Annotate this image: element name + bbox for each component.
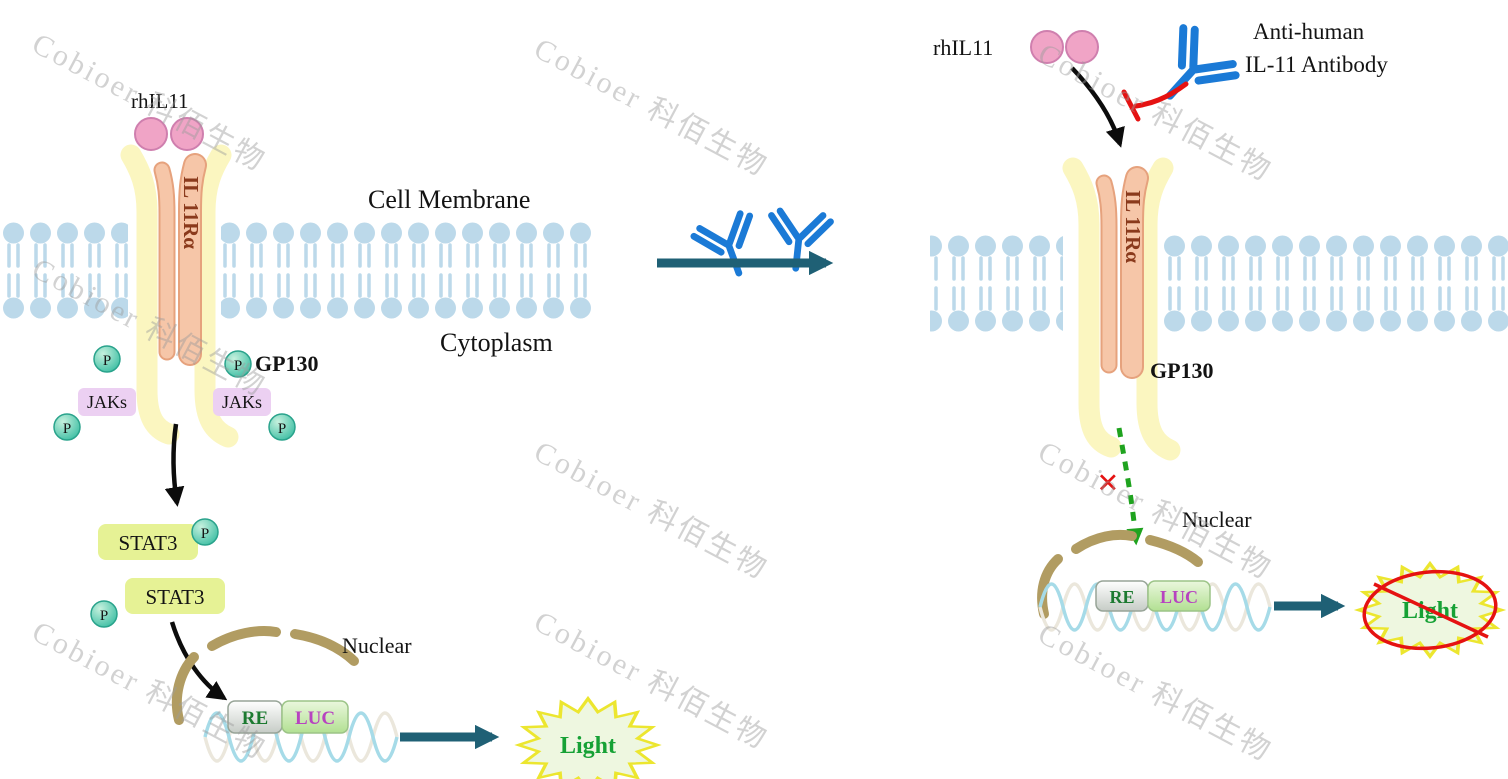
- phospho-circle: [191, 518, 219, 546]
- phospho-circle: [93, 345, 121, 373]
- no-light-ellipse: [1362, 569, 1498, 651]
- gp130-label-right: GP130: [1150, 358, 1214, 383]
- stat3-label: STAT3: [146, 585, 205, 609]
- nuclear-envelope-segment: [207, 626, 281, 651]
- rhil11-ligand-circle: [134, 117, 168, 151]
- blocked-x-mark: ×: [1097, 462, 1119, 504]
- luc-label-right: LUC: [1160, 587, 1198, 607]
- stat3-box: [125, 578, 225, 614]
- cell-membrane-label: Cell Membrane: [368, 185, 530, 214]
- rhil11-ligand-circle: [1030, 30, 1064, 64]
- jaks-label: JAKs: [222, 392, 262, 412]
- phospho-label: P: [100, 608, 108, 624]
- antibody-label-line1: Anti-human: [1253, 19, 1365, 44]
- rhil11-ligand-circle: [170, 117, 204, 151]
- cell-membrane-left-segment-1: [0, 222, 128, 319]
- phospho-label: P: [63, 421, 71, 437]
- cytoplasm-label: Cytoplasm: [440, 328, 553, 357]
- phospho-circle: [90, 600, 118, 628]
- nuclear-label-right: Nuclear: [1182, 507, 1252, 532]
- inhibition-bar: [1121, 89, 1141, 122]
- il11ra-label-right: IL 11Rα: [1121, 190, 1145, 263]
- stat3-label: STAT3: [119, 531, 178, 555]
- luc-label-left: LUC: [295, 708, 335, 729]
- jaks-box: [78, 388, 136, 416]
- signal-arrow-stat3-to-nucleus: [169, 621, 228, 701]
- nuclear-envelope-segment: [171, 652, 199, 725]
- rhil11-ligand-circle: [1065, 30, 1099, 64]
- no-light-slash: [1373, 582, 1489, 639]
- cell-membrane-right-segment-1: [930, 235, 1063, 332]
- rhil11-label-right: rhIL11: [933, 35, 993, 60]
- phospho-circle: [268, 413, 296, 441]
- phospho-label: P: [103, 353, 111, 369]
- phospho-circle: [224, 350, 252, 378]
- il11ra-label-left: IL 11Rα: [179, 176, 203, 249]
- cell-membrane-left-segment-2: [221, 222, 592, 319]
- phospho-label: P: [278, 421, 286, 437]
- signal-arrow-jak-to-stat3: [164, 423, 185, 507]
- nuclear-envelope-segment: [1145, 535, 1203, 567]
- antibody-label-line2: IL-11 Antibody: [1245, 52, 1388, 77]
- nuclear-envelope-segment: [1037, 554, 1063, 619]
- stat3-box: [98, 524, 198, 560]
- blocked-signal-arrow: [1116, 427, 1144, 546]
- luc-box: [1147, 580, 1211, 612]
- re-label-right: RE: [1109, 587, 1134, 607]
- rhil11-label-left: rhIL11: [131, 89, 189, 113]
- nuclear-label-left: Nuclear: [342, 633, 412, 658]
- nuclear-envelope-segment: [1071, 529, 1137, 554]
- phospho-label: P: [201, 526, 209, 542]
- luc-box: [281, 700, 349, 734]
- gp130-label-left: GP130: [255, 351, 319, 376]
- ligand-binding-arrow: [1070, 66, 1125, 148]
- dna-strand-front: [203, 711, 399, 763]
- light-label-left: Light: [560, 733, 616, 759]
- jaks-box: [213, 388, 271, 416]
- inhibition-line: [1133, 81, 1189, 109]
- phospho-circle: [53, 413, 81, 441]
- jaks-label: JAKs: [87, 392, 127, 412]
- cell-membrane-right-segment-2: [1158, 235, 1508, 332]
- re-label-left: RE: [242, 708, 268, 729]
- phospho-label: P: [234, 358, 242, 374]
- nuclear-envelope-segment: [290, 629, 359, 666]
